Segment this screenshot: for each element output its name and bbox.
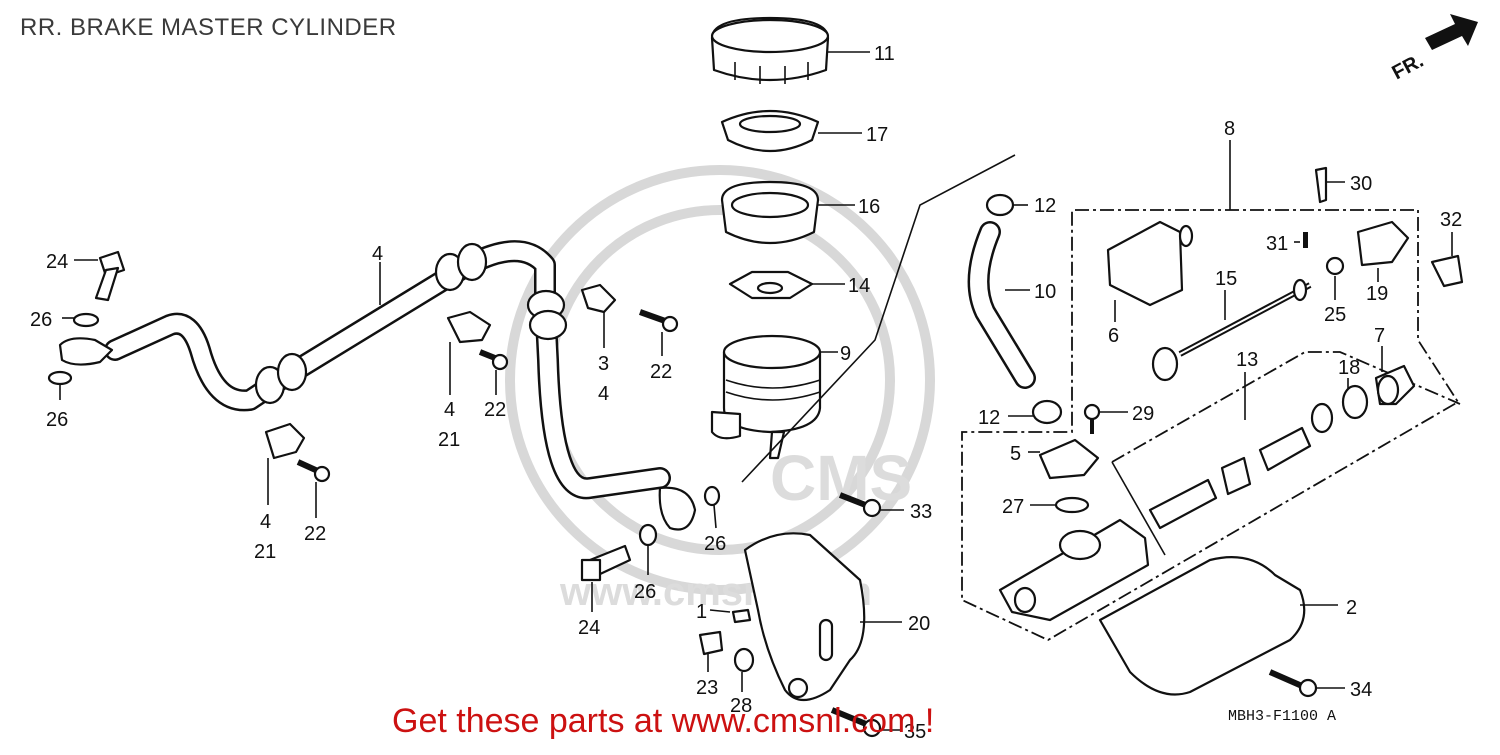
- callout-9: 9: [840, 343, 851, 365]
- master-cylinder-cover: [1098, 556, 1306, 696]
- bolt-22-b: [478, 349, 509, 371]
- callout-7: 7: [1374, 325, 1385, 347]
- callout-16: 16: [858, 196, 880, 218]
- rod-boot: [1106, 220, 1194, 307]
- callout-26-a: 26: [30, 309, 52, 331]
- push-rod: [1151, 278, 1312, 382]
- reservoir-cap: [710, 16, 830, 84]
- sealing-washer-4: [638, 523, 658, 547]
- callout-17: 17: [866, 124, 888, 146]
- brake-hose: [58, 240, 697, 531]
- bracket-32: [1430, 254, 1464, 288]
- callout-15: 15: [1215, 268, 1237, 290]
- reservoir-tank: [710, 334, 822, 460]
- callout-25: 25: [1324, 304, 1346, 326]
- oring-27: [1054, 496, 1090, 514]
- callout-20: 20: [908, 613, 930, 635]
- cotter-pin-30: [1314, 166, 1328, 204]
- callout-1: 1: [696, 601, 707, 623]
- banjo-bolt-upper: [94, 250, 126, 302]
- callout-3: 3: [598, 353, 609, 375]
- callout-2: 2: [1346, 597, 1357, 619]
- callout-labels: 11 17 16 14 9 12 10 12 29 5 27 8 30 31 3…: [30, 43, 1462, 743]
- callout-27: 27: [1002, 496, 1024, 518]
- callout-26-b: 26: [46, 409, 68, 431]
- front-direction-arrow: FR.: [1388, 14, 1478, 84]
- bolt-35: [830, 707, 882, 738]
- callout-10: 10: [1034, 281, 1056, 303]
- callout-22-b: 22: [484, 399, 506, 421]
- bolt-22-c: [296, 459, 331, 483]
- callout-30: 30: [1350, 173, 1372, 195]
- callout-3-4: 4: [598, 383, 609, 405]
- diaphragm-plate: [720, 109, 820, 153]
- pin-31: [1303, 232, 1308, 248]
- callout-22-a: 22: [650, 361, 672, 383]
- callout-4-c: 4: [260, 511, 271, 533]
- piston-set: [1148, 402, 1334, 530]
- callout-33: 33: [910, 501, 932, 523]
- callout-19: 19: [1366, 283, 1388, 305]
- callout-14: 14: [848, 275, 870, 297]
- ring-18: [1341, 384, 1369, 420]
- callout-12-lower: 12: [978, 407, 1000, 429]
- bolt-22-a: [638, 309, 679, 333]
- callout-26-d: 26: [704, 533, 726, 555]
- reservoir-plate: [728, 270, 814, 300]
- sealing-washer-1: [72, 312, 100, 328]
- hose-clamp-b: [264, 422, 306, 460]
- banjo-bolt-lower: [580, 544, 632, 582]
- sealing-washer-3: [703, 485, 721, 507]
- callout-26-c: 26: [634, 581, 656, 603]
- reservoir-diaphragm: [720, 180, 820, 245]
- hose-clamp-a: [446, 310, 492, 344]
- boot-7: [1374, 364, 1416, 406]
- callout-21-b: 21: [438, 429, 460, 451]
- callout-12-upper: 12: [1034, 195, 1056, 217]
- callout-32: 32: [1440, 209, 1462, 231]
- callout-23: 23: [696, 677, 718, 699]
- callout-31: 31: [1266, 233, 1288, 255]
- callout-34: 34: [1350, 679, 1372, 701]
- callout-8: 8: [1224, 118, 1235, 140]
- grommet-28: [733, 647, 755, 673]
- nut-25: [1325, 256, 1345, 276]
- callout-6: 6: [1108, 325, 1119, 347]
- master-cylinder-body: [998, 518, 1150, 622]
- sealing-washer-2: [47, 370, 73, 386]
- callout-24-a: 24: [46, 251, 68, 273]
- diagram-reference-code: MBH3-F1100 A: [1228, 708, 1337, 725]
- hose-clamp-upper: [985, 193, 1015, 217]
- callout-5: 5: [1010, 443, 1021, 465]
- page-title: RR. BRAKE MASTER CYLINDER: [20, 14, 397, 41]
- bolt-34: [1268, 669, 1318, 698]
- collar-23: [698, 630, 724, 656]
- callout-22-c: 22: [304, 523, 326, 545]
- reservoir-hose: [967, 221, 1036, 389]
- joint-19: [1356, 220, 1410, 267]
- reservoir-cover: [743, 532, 866, 702]
- callout-35: 35: [904, 721, 926, 743]
- screw-29: [1083, 403, 1101, 434]
- footer-link-text[interactable]: Get these parts at www.cmsnl.com !: [392, 702, 935, 740]
- direction-label: FR.: [1388, 50, 1427, 85]
- callout-21-c: 21: [254, 541, 276, 563]
- callout-18: 18: [1338, 357, 1360, 379]
- bolt-33: [838, 492, 882, 518]
- nut-1: [731, 608, 752, 624]
- callout-4-a: 4: [372, 243, 383, 265]
- callout-11: 11: [874, 43, 895, 65]
- callout-24-b: 24: [578, 617, 600, 639]
- hose-clip: [580, 283, 617, 314]
- callout-13: 13: [1236, 349, 1258, 371]
- callout-28: 28: [730, 695, 752, 717]
- joint-5: [1038, 438, 1100, 480]
- callout-4-b: 4: [444, 399, 455, 421]
- callout-29: 29: [1132, 403, 1154, 425]
- watermark-text: CMS: [770, 442, 912, 514]
- hose-clamp-lower: [1031, 399, 1063, 425]
